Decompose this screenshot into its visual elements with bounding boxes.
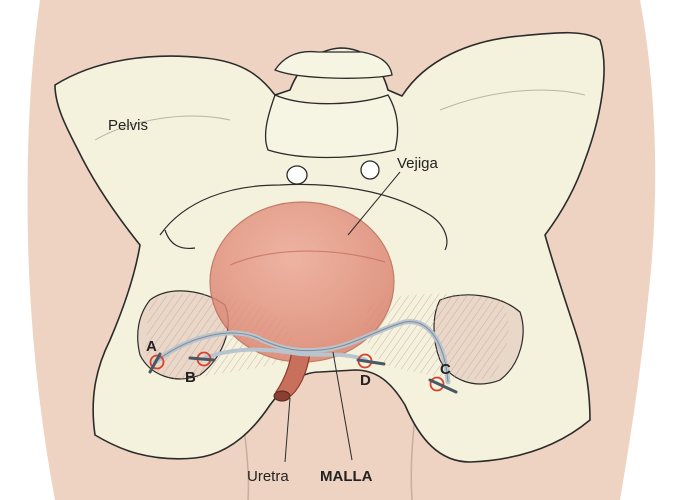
- malla-label: MALLA: [320, 468, 373, 485]
- point-b-label: B: [185, 369, 196, 386]
- pelvis-label: Pelvis: [108, 117, 148, 134]
- point-d-label: D: [360, 372, 371, 389]
- uretra-label: Uretra: [247, 468, 289, 485]
- point-a-label: A: [146, 338, 157, 355]
- vejiga-label: Vejiga: [397, 155, 439, 172]
- point-c-label: C: [440, 361, 451, 378]
